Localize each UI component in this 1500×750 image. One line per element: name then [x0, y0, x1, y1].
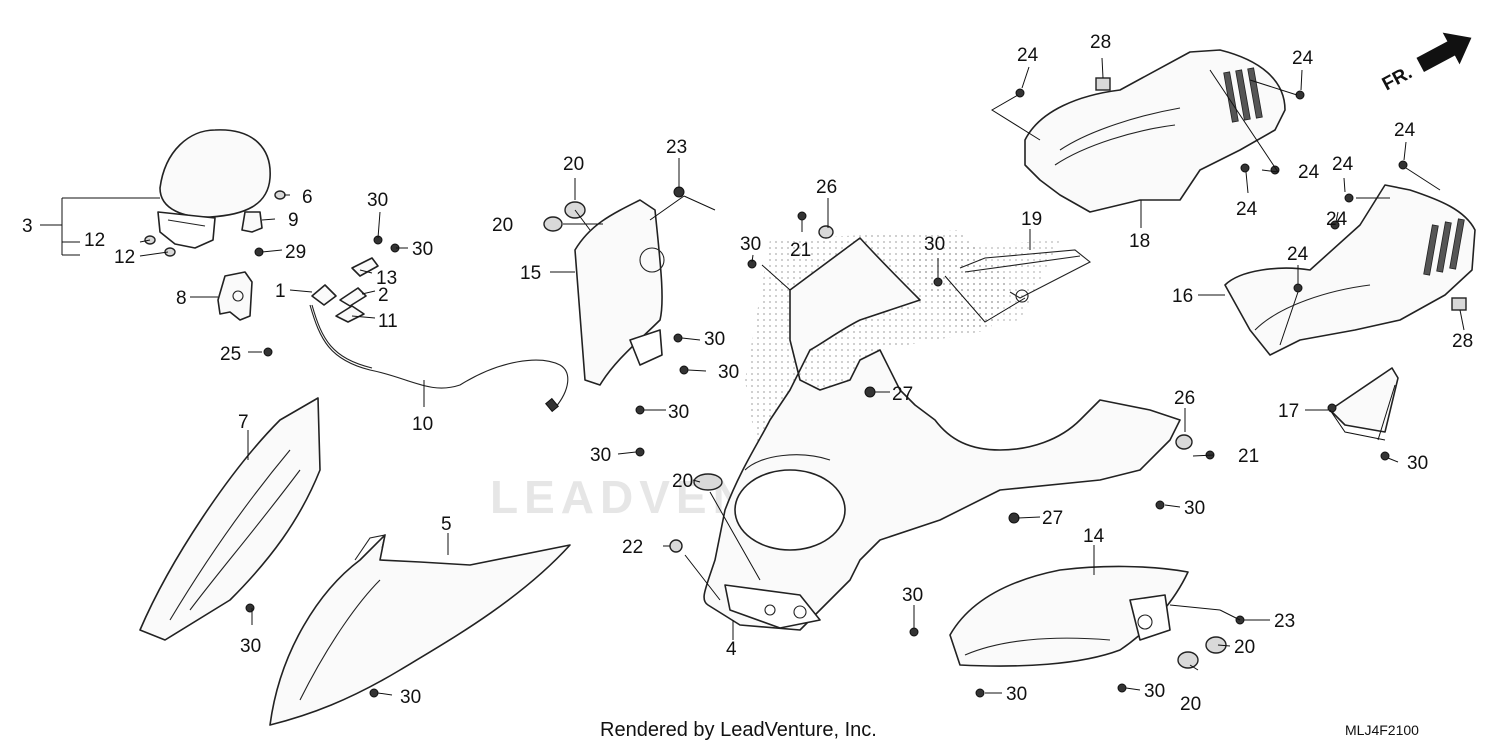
callout-24: 24	[1017, 45, 1039, 66]
leader-lines	[40, 57, 1465, 696]
callout-6: 6	[302, 187, 313, 208]
callout-20: 20	[1234, 637, 1255, 658]
bracket-part-19[interactable]	[959, 249, 1092, 303]
callout-30: 30	[412, 239, 433, 260]
callout-20: 20	[672, 471, 693, 492]
callout-30: 30	[367, 190, 388, 211]
callout-9: 9	[288, 210, 299, 231]
clip-part-9[interactable]	[241, 211, 263, 233]
callout-12: 12	[84, 230, 105, 251]
callout-24: 24	[1394, 120, 1416, 141]
callout-16: 16	[1172, 286, 1193, 307]
callout-26: 26	[816, 177, 837, 198]
callout-26: 26	[1174, 388, 1195, 409]
diagram-code: MLJ4F2100	[1345, 722, 1419, 738]
callout-30: 30	[240, 636, 261, 657]
callout-19: 19	[1021, 209, 1042, 230]
callout-21: 21	[1238, 446, 1259, 467]
callout-24: 24	[1326, 209, 1348, 230]
lower-cover-part-5[interactable]	[269, 534, 571, 726]
front-label: FR.	[1379, 62, 1416, 95]
main-cover-part-4[interactable]	[703, 237, 1181, 631]
callout-24: 24	[1332, 154, 1354, 175]
callout-numbers: 3 12 12 6 9 29 8 25 30 30 13 1 2 11 10 7…	[22, 32, 1473, 715]
callout-7: 7	[238, 412, 249, 433]
callout-24: 24	[1287, 244, 1309, 265]
callout-10: 10	[412, 414, 433, 435]
callout-4: 4	[726, 639, 737, 660]
callout-8: 8	[176, 288, 187, 309]
callout-13: 13	[376, 268, 397, 289]
lock-hardware-group[interactable]	[311, 257, 379, 323]
callout-12: 12	[114, 247, 135, 268]
callout-30: 30	[704, 329, 725, 350]
callout-25: 25	[220, 344, 241, 365]
callout-18: 18	[1129, 231, 1150, 252]
callout-24: 24	[1236, 199, 1258, 220]
callout-29: 29	[285, 242, 306, 263]
bracket-part-17[interactable]	[1329, 367, 1399, 433]
callout-21: 21	[790, 240, 811, 261]
side-panel-part-7[interactable]	[139, 397, 321, 641]
callout-23: 23	[666, 137, 687, 158]
callout-14: 14	[1083, 526, 1105, 547]
callout-23: 23	[1274, 611, 1295, 632]
front-direction-arrow: FR.	[1379, 32, 1472, 95]
cable-part-10[interactable]	[309, 304, 569, 413]
callout-5: 5	[441, 514, 452, 535]
callout-30: 30	[1184, 498, 1205, 519]
callout-30: 30	[400, 687, 421, 708]
callout-24: 24	[1292, 48, 1314, 69]
callout-30: 30	[718, 362, 739, 383]
screws	[245, 88, 1408, 698]
callout-28: 28	[1090, 32, 1111, 53]
inner-panel-part-15[interactable]	[574, 199, 665, 386]
lower-cover-part-14[interactable]	[949, 565, 1189, 667]
callout-30: 30	[1144, 681, 1165, 702]
render-credit: Rendered by LeadVenture, Inc.	[600, 719, 877, 741]
callout-30: 30	[924, 234, 945, 255]
grommets	[144, 77, 1467, 669]
callout-1: 1	[275, 281, 286, 302]
callout-2: 2	[378, 285, 389, 306]
callout-22: 22	[622, 537, 643, 558]
callout-20: 20	[563, 154, 584, 175]
callout-30: 30	[668, 402, 689, 423]
callout-24: 24	[1298, 162, 1320, 183]
callout-3: 3	[22, 216, 33, 237]
callout-20: 20	[1180, 694, 1201, 715]
callout-30: 30	[740, 234, 761, 255]
callout-28: 28	[1452, 331, 1473, 352]
callout-27: 27	[892, 384, 913, 405]
callout-30: 30	[1006, 684, 1027, 705]
callout-30: 30	[1407, 453, 1428, 474]
callout-30: 30	[902, 585, 923, 606]
inner-cover-part-16[interactable]	[1224, 184, 1476, 356]
bracket-part-8[interactable]	[217, 271, 253, 321]
callout-30: 30	[590, 445, 611, 466]
callout-15: 15	[520, 263, 541, 284]
callout-20: 20	[492, 215, 513, 236]
callout-17: 17	[1278, 401, 1299, 422]
callout-11: 11	[378, 311, 398, 332]
callout-27: 27	[1042, 508, 1063, 529]
inner-cover-part-18[interactable]	[1024, 49, 1286, 213]
backrest-assembly[interactable]	[157, 129, 271, 249]
